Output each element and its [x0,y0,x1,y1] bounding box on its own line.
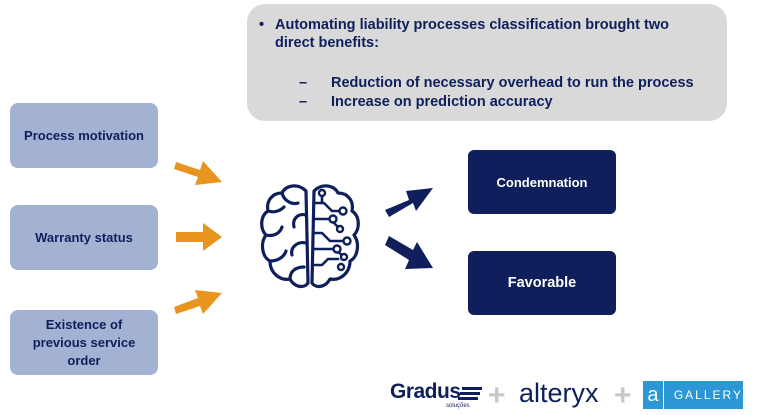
dash-symbol: – [299,75,308,91]
input-label: Warranty status [35,229,133,245]
benefits-callout: • Automating liability processes classif… [247,4,727,121]
input-process-motivation: Process motivation [10,103,158,168]
output-condemnation: Condemnation [468,150,616,214]
input-warranty-status: Warranty status [10,205,158,270]
gradus-logo: Gradus [390,380,461,403]
navy-arrow-icon [385,188,433,217]
gradus-lines-icon [458,387,482,400]
alteryx-gallery-logo: a GALLERY [643,381,743,409]
plus-sign: + [488,379,506,412]
gradus-subtitle: soluções [446,403,470,409]
gallery-mark: a [643,381,664,409]
input-previous-service-order: Existence of previous service order [10,310,158,375]
orange-arrow-icon [174,161,222,185]
input-label: Existence of previous service order [32,316,136,368]
benefit-item: Increase on prediction accuracy [331,94,553,110]
output-label: Favorable [507,275,577,291]
plus-sign: + [614,379,632,412]
gallery-label: GALLERY [673,388,743,402]
output-label: Condemnation [496,174,588,190]
orange-arrow-icon [174,290,222,314]
navy-arrow-icon [385,236,433,269]
dash-symbol: – [299,94,308,110]
brain-circuit-icon [260,184,360,289]
alteryx-logo: alteryx [519,378,599,408]
callout-heading: Automating liability processes classific… [275,17,669,51]
benefit-item: Reduction of necessary overhead to run t… [331,75,694,91]
partner-logos: Gradus soluções + alteryx + a GALLERY [390,378,752,412]
output-favorable: Favorable [468,251,616,315]
bullet-symbol: • [259,17,265,33]
orange-arrow-icon [176,223,222,251]
input-label: Process motivation [24,127,144,143]
